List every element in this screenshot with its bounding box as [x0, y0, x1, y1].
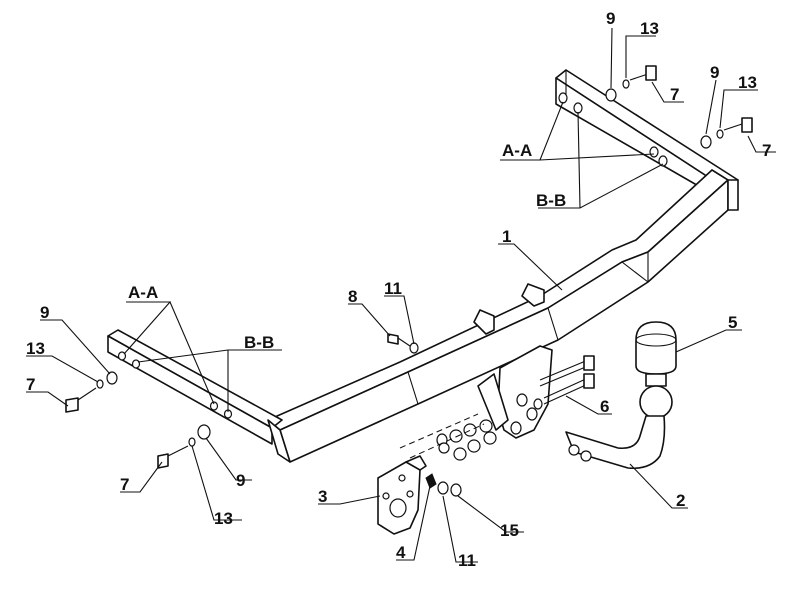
label-section-aa-left: A-A: [128, 283, 158, 302]
label-15: 15: [500, 521, 519, 540]
left-hardware-upper: [65, 371, 118, 413]
label-9-lower: 9: [236, 471, 245, 490]
label-section-bb-left: B-B: [244, 333, 274, 352]
leader-lines: [26, 27, 776, 563]
label-7-top-right: 7: [670, 85, 679, 104]
bolt-8-washer-11: [387, 333, 419, 354]
centre-mount-plate: [477, 345, 553, 439]
part-labels: 1 2 3 4 5 6 7 7 7 7 8 9 9 9 9 11 11 13 1…: [26, 9, 771, 570]
label-9-right: 9: [710, 63, 719, 82]
small-hardware: [425, 473, 462, 497]
label-2: 2: [676, 491, 685, 510]
label-section-bb-right: B-B: [536, 191, 566, 210]
socket-plate-3: [377, 455, 427, 535]
label-13-right: 13: [738, 73, 757, 92]
label-11-lower: 11: [458, 551, 476, 570]
right-side-bracket: [555, 69, 739, 204]
label-13-left: 13: [26, 339, 45, 358]
nuts-washers: [399, 413, 497, 461]
label-section-aa-right: A-A: [502, 141, 532, 160]
label-13-top-right: 13: [640, 19, 659, 38]
label-7-right: 7: [762, 141, 771, 160]
label-6: 6: [600, 397, 609, 416]
label-9-left: 9: [40, 303, 49, 322]
left-side-bracket: [107, 329, 291, 463]
label-13-lower: 13: [214, 509, 233, 528]
label-4: 4: [396, 543, 406, 562]
label-5: 5: [728, 313, 737, 332]
label-7-lower-left: 7: [120, 475, 129, 494]
right-hardware-top: [605, 65, 657, 102]
bolts-6: [539, 355, 595, 405]
label-8: 8: [348, 287, 357, 306]
label-11-upper: 11: [384, 279, 402, 298]
main-crossbeam: [267, 169, 739, 463]
label-3: 3: [318, 487, 327, 506]
left-hardware-lower: [157, 424, 211, 469]
label-9-top-right: 9: [606, 9, 615, 28]
label-1: 1: [502, 227, 511, 246]
label-7-left: 7: [26, 375, 35, 394]
tow-ball-and-neck: [565, 321, 677, 470]
right-hardware-lower: [700, 117, 753, 149]
